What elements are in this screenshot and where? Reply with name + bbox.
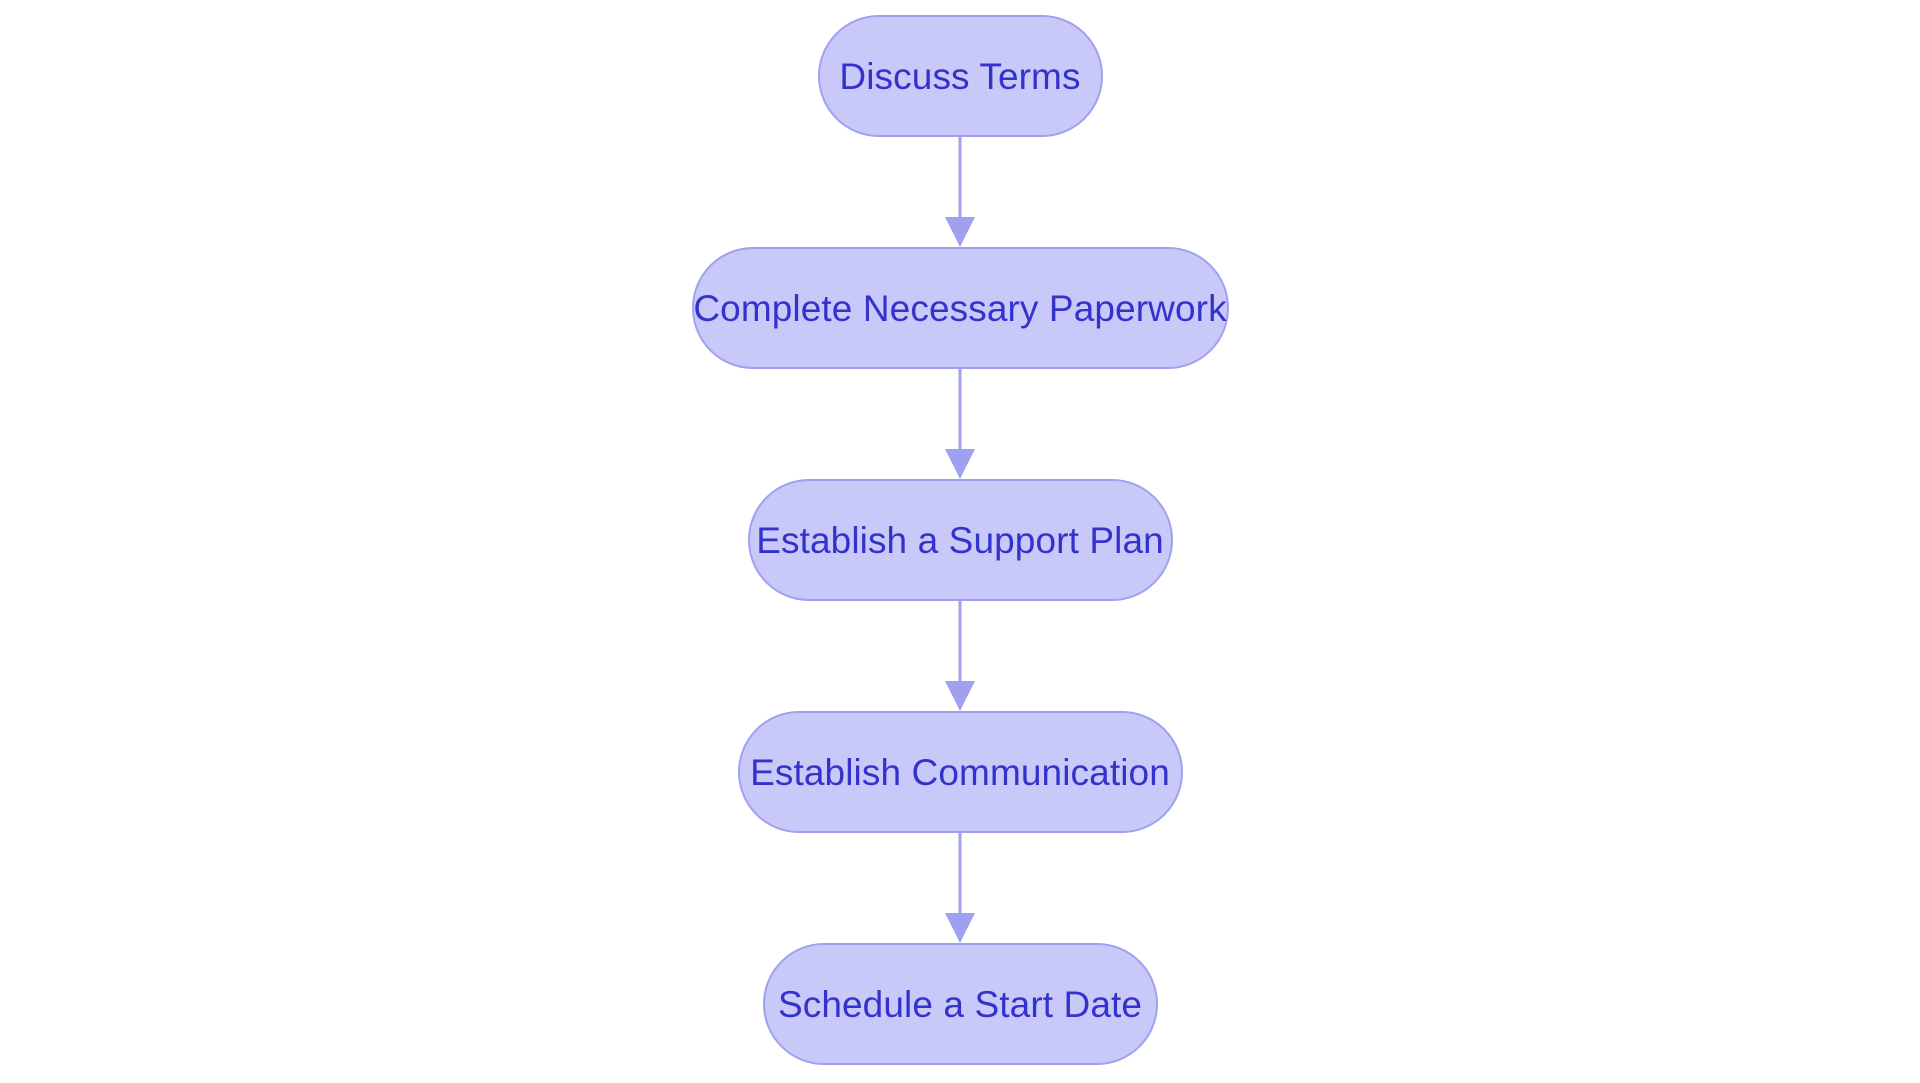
arrow-shaft-icon bbox=[958, 601, 962, 683]
flow-node-label: Complete Necessary Paperwork bbox=[693, 287, 1227, 329]
arrow-shaft-icon bbox=[958, 137, 962, 219]
flow-node-label: Establish a Support Plan bbox=[756, 519, 1164, 561]
flow-node-establish-communication[interactable]: Establish Communication bbox=[737, 711, 1183, 833]
flow-node-discuss-terms[interactable]: Discuss Terms bbox=[817, 15, 1103, 137]
flow-node-label: Discuss Terms bbox=[839, 55, 1081, 97]
flow-arrow-1 bbox=[940, 137, 980, 247]
arrow-shaft-icon bbox=[958, 369, 962, 451]
flow-node-schedule-a-start-date[interactable]: Schedule a Start Date bbox=[762, 943, 1158, 1065]
flow-arrow-3 bbox=[940, 601, 980, 711]
arrow-head-down-icon bbox=[945, 913, 975, 943]
arrow-head-down-icon bbox=[945, 681, 975, 711]
flow-node-label: Establish Communication bbox=[750, 751, 1170, 793]
arrow-shaft-icon bbox=[958, 833, 962, 915]
flow-node-complete-necessary-paperwork[interactable]: Complete Necessary Paperwork bbox=[691, 247, 1229, 369]
flow-node-establish-a-support-plan[interactable]: Establish a Support Plan bbox=[747, 479, 1173, 601]
flow-arrow-4 bbox=[940, 833, 980, 943]
flow-arrow-2 bbox=[940, 369, 980, 479]
flow-node-label: Schedule a Start Date bbox=[777, 983, 1143, 1025]
arrow-head-down-icon bbox=[945, 449, 975, 479]
arrow-head-down-icon bbox=[945, 217, 975, 247]
